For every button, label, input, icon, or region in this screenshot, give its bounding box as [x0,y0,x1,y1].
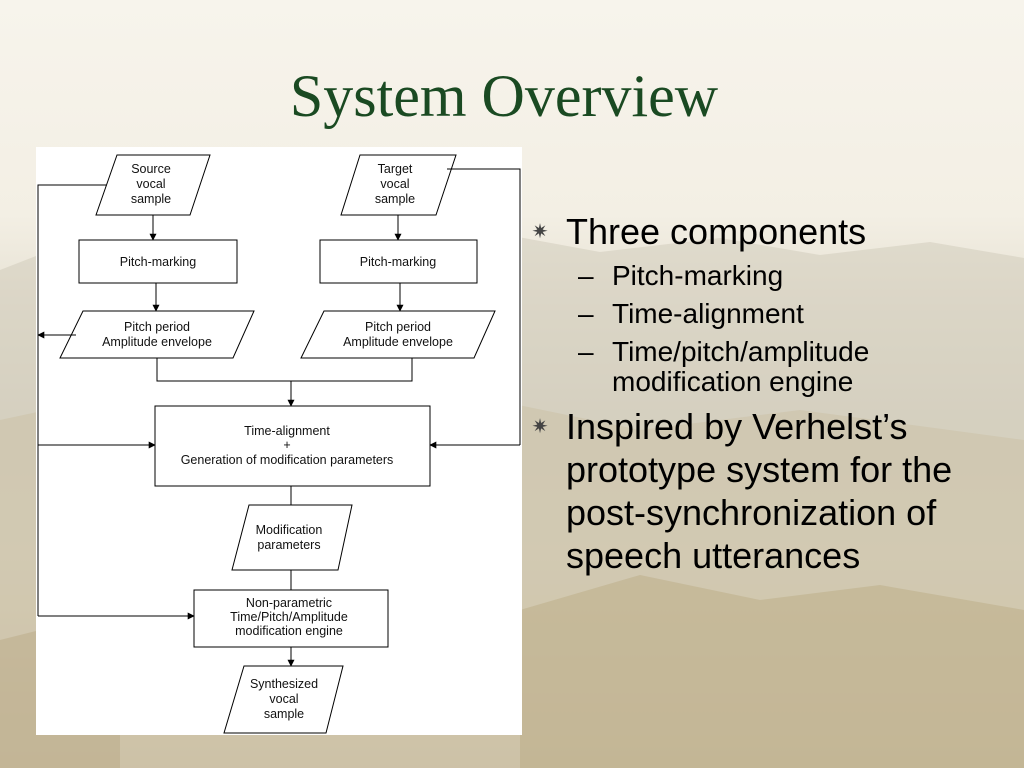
sub-bullet-text: Pitch-marking [612,260,784,291]
modification-engine-box: Non-parametric Time/Pitch/Amplitude modi… [193,589,389,648]
sub-bullet-text: Time/pitch/amplitude modification engine [612,336,870,397]
pitch-marking-left-label: Pitch-marking [120,255,196,269]
flow-connectors [37,168,521,667]
slide-title: System Overview [289,63,719,129]
source-line-2: vocal [136,177,165,191]
engine-line-2: Time/Pitch/Amplitude [230,610,348,624]
pitch-marking-right-label: Pitch-marking [360,255,436,269]
system-flowchart: Source vocal sample Target vocal sample … [36,147,522,735]
sub-bullet-pitch-marking: – Pitch-marking [530,261,1010,291]
output-line-2: vocal [269,692,298,706]
bullet-list: ✷ Three components – Pitch-marking – Tim… [530,210,1010,585]
time-alignment-line-2: + [283,438,290,452]
period-left-line-1: Pitch period [124,320,190,334]
period-right-line-1: Pitch period [365,320,431,334]
synthesized-vocal-sample-node: Synthesized vocal sample [223,665,344,734]
dash-icon: – [578,298,594,329]
pitch-period-right-node: Pitch period Amplitude envelope [300,310,496,359]
bullet-text: Inspired by Verhelst’s prototype system … [566,406,953,576]
mod-params-line-2: parameters [257,538,320,552]
mod-params-line-1: Modification [256,523,323,537]
source-vocal-sample-node: Source vocal sample [95,154,211,216]
bullet-text: Three components [566,211,867,252]
output-line-1: Synthesized [250,677,318,691]
target-line-2: vocal [380,177,409,191]
target-line-1: Target [378,162,413,176]
source-line-1: Source [131,162,171,176]
time-alignment-box: Time-alignment + Generation of modificat… [154,405,431,487]
time-alignment-line-3: Generation of modification parameters [181,453,394,467]
bullet-inspired-by-verhelst: ✷ Inspired by Verhelst’s prototype syste… [530,405,1010,577]
pitch-marking-left-box: Pitch-marking [78,239,238,284]
bullet-star-icon: ✷ [531,219,549,243]
source-line-3: sample [131,192,171,206]
engine-line-1: Non-parametric [246,596,332,610]
sub-bullet-text: Time-alignment [612,298,804,329]
engine-line-3: modification engine [235,624,343,638]
period-right-line-2: Amplitude envelope [343,335,453,349]
period-left-line-2: Amplitude envelope [102,335,212,349]
dash-icon: – [578,260,594,291]
sub-bullet-time-alignment: – Time-alignment [530,299,1010,329]
bullet-three-components: ✷ Three components [530,210,1010,253]
target-line-3: sample [375,192,415,206]
output-line-3: sample [264,707,304,721]
sub-bullet-modification-engine: – Time/pitch/amplitude modification engi… [530,337,1010,397]
modification-parameters-node: Modification parameters [231,504,353,571]
target-vocal-sample-node: Target vocal sample [340,154,457,216]
pitch-marking-right-box: Pitch-marking [319,239,478,284]
dash-icon: – [578,336,594,367]
time-alignment-line-1: Time-alignment [244,424,330,438]
pitch-period-left-node: Pitch period Amplitude envelope [59,310,255,359]
bullet-star-icon: ✷ [531,414,549,438]
